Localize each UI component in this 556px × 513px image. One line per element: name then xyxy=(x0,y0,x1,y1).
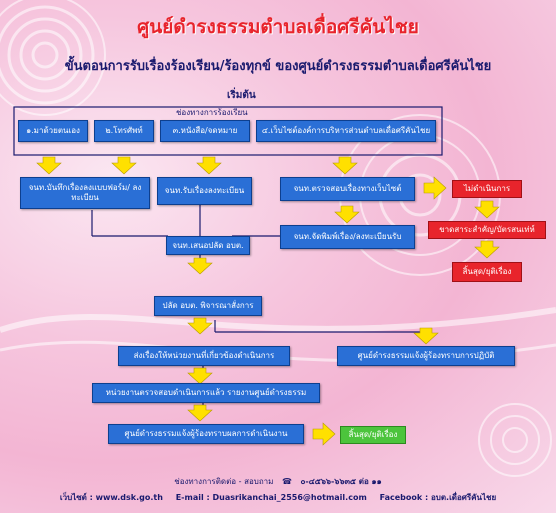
step-not-act: ไม่ดำเนินการ xyxy=(452,180,522,198)
step-deputy-review: ปลัด อบต. พิจารณาสั่งการ xyxy=(154,296,262,316)
step-receive-register: จนท.รับเรื่องลงทะเบียน xyxy=(157,177,252,205)
footer-contact: ช่องทางการติดต่อ - สอบถาม ☎ ๐-๔๕๖๖-๖๖๓๕ … xyxy=(0,475,556,488)
channel-phone: ๒.โทรศัพท์ xyxy=(94,120,154,142)
step-notify-complainant: ศูนย์ดำรงธรรมแจ้งผู้ร้องทราบการปฏิบัติ xyxy=(337,346,515,366)
footer-email: E-mail : Duasrikanchai_2556@hotmail.com xyxy=(175,493,367,502)
channel-letter: ๓.หนังสือ/จดหมาย xyxy=(160,120,250,142)
channels-label: ช่องทางการร้องเรียน xyxy=(176,108,248,117)
step-record-form: จนท.บันทึกเรื่องลงแบบฟอร์ม/ ลงทะเบียน xyxy=(20,177,150,209)
channel-website: ๔.เว็บไซต์องค์การบริหารส่วนตำบลเดื่อศรีค… xyxy=(256,120,436,142)
step-end-final: สิ้นสุด/ยุติเรื่อง xyxy=(340,426,406,444)
step-forward-agency: ส่งเรื่องให้หน่วยงานที่เกี่ยวข้องดำเนินก… xyxy=(118,346,290,366)
step-check-website: จนท.ตรวจสอบเรื่องทางเว็บไซต์ xyxy=(280,177,415,201)
phone-icon: ☎ xyxy=(282,477,292,486)
start-label: เริ่มต้น xyxy=(227,90,256,101)
step-agency-report: หน่วยงานตรวจสอบดำเนินการแล้ว รายงานศูนย์… xyxy=(92,383,320,403)
footer-website: เว็บไซต์ : www.dsk.go.th xyxy=(59,493,163,502)
step-propose-deputy: จนท.เสนอปลัด อบต. xyxy=(166,236,250,255)
step-end-left: สิ้นสุด/ยุติเรื่อง xyxy=(452,262,522,282)
footer-phone: ๐-๔๕๖๖-๖๖๓๕ ต่อ ๑๑ xyxy=(300,477,382,486)
step-notify-result: ศูนย์ดำรงธรรมแจ้งผู้ร้องทราบผลการดำเนินง… xyxy=(108,424,304,444)
page-subtitle: ขั้นตอนการรับเรื่องร้องเรียน/ร้องทุกข์ ข… xyxy=(64,59,492,74)
footer-links: เว็บไซต์ : www.dsk.go.th E-mail : Duasri… xyxy=(0,491,556,504)
step-lack-info: ขาดสาระสำคัญ/บัตรสนเท่ห์ xyxy=(428,221,546,239)
page-title: ศูนย์ดำรงธรรมตำบลเดื่อศรีคันไชย xyxy=(137,16,419,38)
channel-walk-in: ๑.มาด้วยตนเอง xyxy=(18,120,88,142)
step-print-register: จนท.จัดพิมพ์เรื่อง/ลงทะเบียนรับ xyxy=(280,225,415,249)
footer-contact-label: ช่องทางการติดต่อ - สอบถาม xyxy=(174,477,274,486)
footer-facebook: Facebook : อบต.เดื่อศรีคันไชย xyxy=(379,493,497,502)
